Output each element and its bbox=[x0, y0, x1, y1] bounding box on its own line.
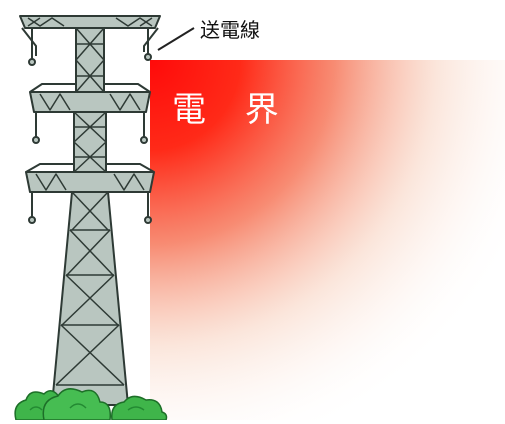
bush-icon bbox=[14, 388, 168, 421]
power-line-label: 送電線 bbox=[200, 18, 260, 42]
transmission-tower-icon bbox=[19, 15, 161, 406]
power-line-callout bbox=[157, 27, 195, 51]
electric-field-gradient bbox=[150, 60, 505, 420]
electric-field-label: 電 界 bbox=[172, 90, 293, 130]
